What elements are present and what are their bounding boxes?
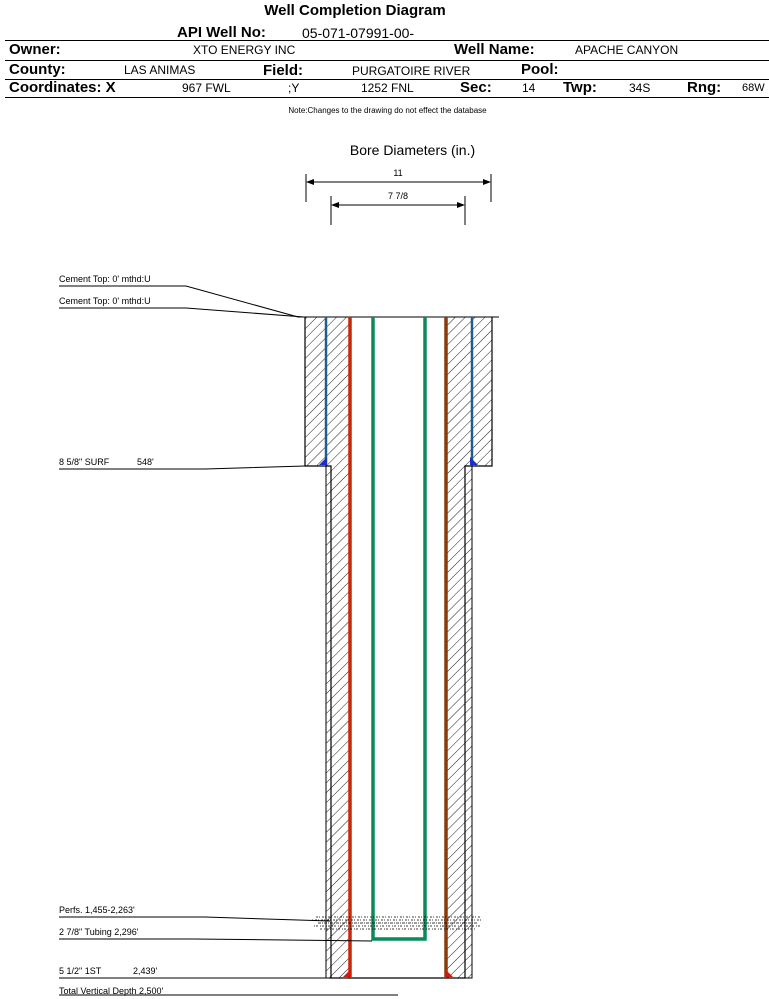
production-casing-shoe-left: [343, 969, 351, 977]
coord-y-value: 1252 FNL: [361, 81, 414, 95]
field-value: PURGATOIRE RIVER: [352, 64, 471, 78]
field-label: Field:: [263, 62, 303, 79]
perforation-zone: [312, 916, 483, 930]
tubing-label: 2 7/8" Tubing 2,296': [59, 927, 139, 937]
owner-label: Owner:: [9, 41, 61, 58]
production-casing-shoe-right: [445, 969, 453, 977]
coord-x-value: 967 FWL: [182, 81, 231, 95]
inner-diameter-dimension: [330, 196, 466, 225]
production-cement: [325, 316, 473, 979]
borehole-outline: [304, 317, 493, 979]
header-line-3: [5, 79, 769, 80]
rng-label: Rng:: [687, 79, 722, 96]
outer-diameter-dimension: [305, 174, 492, 202]
header-line-2: [5, 60, 769, 61]
header-line-bottom: [5, 97, 769, 98]
cement-top-1-label: Cement Top: 0' mthd:U: [59, 274, 151, 284]
surf-depth-label: 548': [137, 457, 154, 467]
coord-y-label: ;Y: [288, 81, 300, 95]
api-value: 05-071-07991-00-: [302, 25, 415, 41]
surf-casing-label: 8 5/8" SURF: [59, 457, 110, 467]
cement-top-1-leader: [59, 285, 299, 318]
surface-casing-shoe-left: [319, 457, 327, 465]
twp-value: 34S: [629, 81, 651, 95]
tubing-string: [371, 317, 427, 941]
diagram-title: Well Completion Diagram: [264, 2, 446, 19]
disclaimer-note: Note:Changes to the drawing do not effec…: [288, 106, 487, 115]
well-name-value: APACHE CANYON: [575, 43, 679, 57]
sec-value: 14: [522, 81, 536, 95]
perfs-leader: [59, 916, 331, 922]
pool-label: Pool:: [521, 61, 559, 78]
well-name-label: Well Name:: [454, 41, 535, 58]
owner-value: XTO ENERGY INC: [193, 43, 296, 57]
twp-label: Twp:: [563, 79, 597, 96]
tvd-label: Total Vertical Depth 2,500': [59, 986, 164, 996]
coord-x-label: Coordinates: X: [9, 79, 116, 96]
sec-label: Sec:: [460, 79, 492, 96]
header-line-top: [5, 40, 769, 41]
perfs-label: Perfs. 1,455-2,263': [59, 905, 135, 915]
prod-depth-label: 2,439': [133, 966, 158, 976]
inner-diameter-label: 7 7/8: [388, 191, 408, 201]
api-label: API Well No:: [177, 24, 266, 41]
cement-top-2-label: Cement Top: 0' mthd:U: [59, 296, 151, 306]
bore-diameters-title: Bore Diameters (in.): [349, 142, 476, 158]
county-value: LAS ANIMAS: [124, 63, 196, 77]
rng-value: 68W: [742, 82, 765, 94]
surface-casing-shoe-right: [470, 457, 478, 465]
cement-top-2-leader: [59, 307, 305, 318]
county-label: County:: [9, 61, 66, 78]
outer-diameter-label: 11: [393, 168, 402, 178]
prod-casing-label: 5 1/2" 1ST: [59, 966, 102, 976]
surf-casing-leader: [59, 465, 306, 470]
tubing-leader: [59, 938, 373, 942]
